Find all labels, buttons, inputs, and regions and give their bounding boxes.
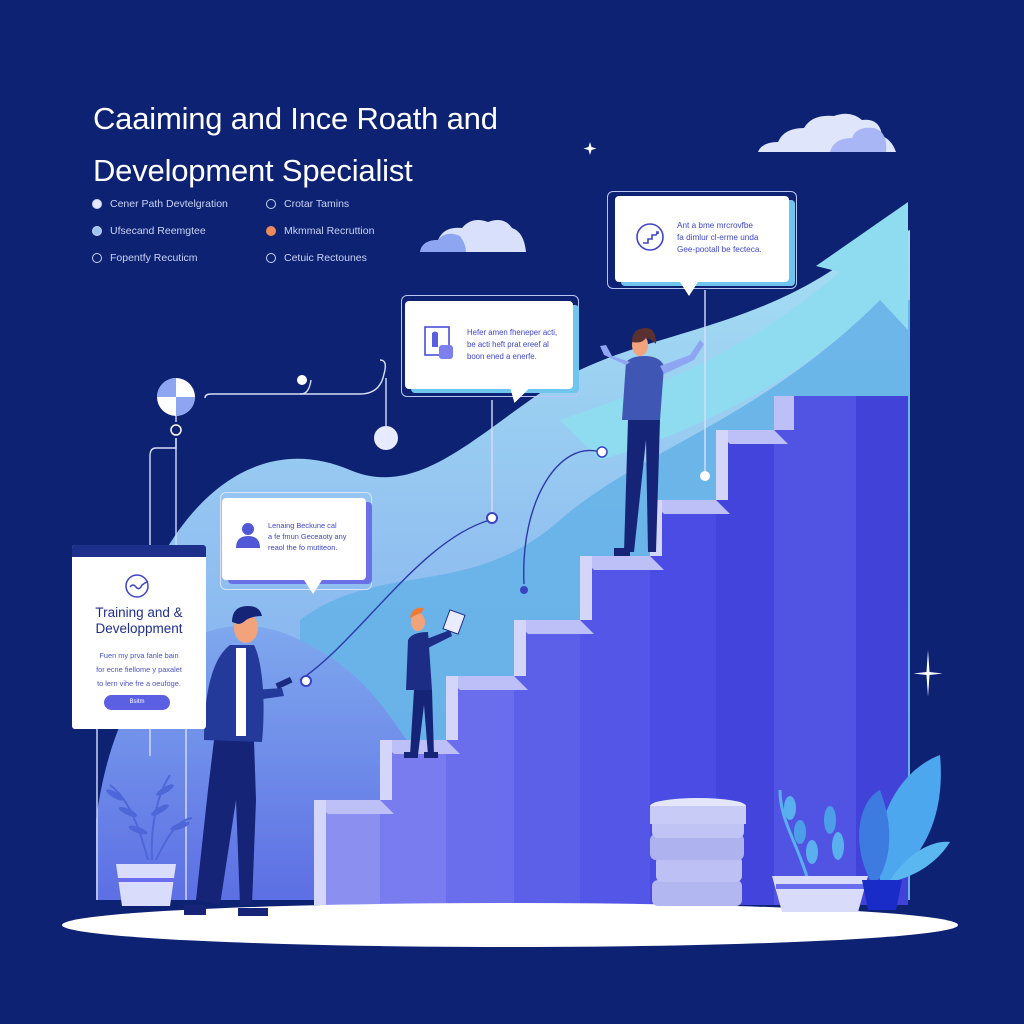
card-frame — [220, 492, 372, 590]
page-title: Caaiming and Ince Roath and Development … — [93, 93, 498, 197]
globe-icon — [92, 226, 102, 236]
person-avatar-icon — [236, 523, 260, 548]
legend-item-training[interactable]: Crotar Tamins — [266, 197, 406, 211]
training-card-button[interactable]: Bsitm — [104, 695, 170, 710]
connector-nodes — [157, 375, 710, 687]
ground-platform — [62, 903, 958, 947]
legend-label: Crotar Tamins — [284, 198, 350, 210]
training-card-title: Training and & Developpment — [95, 605, 183, 636]
network-connectors — [96, 248, 706, 900]
topic-legend: Cener Path Devtelgration Crotar Tamins U… — [92, 197, 412, 265]
title-line-1: Caaiming and Ince Roath and — [93, 101, 498, 136]
compass-icon — [92, 253, 102, 263]
legend-label: Cetuic Rectounes — [284, 252, 367, 264]
growth-stairs-icon — [636, 223, 664, 251]
card-header-bar — [72, 545, 206, 557]
speech-card-left[interactable]: Lenaing Beckune cal a fe fmun Geceaoty a… — [222, 498, 366, 580]
coin-stack — [650, 798, 746, 906]
legend-item-career-path[interactable]: Cener Path Devtelgration — [92, 197, 266, 211]
potted-plant-right — [772, 755, 950, 912]
title-line-2: Development Specialist — [93, 153, 413, 188]
woman-celebrating — [600, 328, 704, 556]
people-icon — [424, 326, 453, 359]
potted-plant-left — [106, 774, 193, 906]
legend-label: Ufsecand Reemgtee — [110, 225, 206, 237]
legend-item-property-recruitment[interactable]: Fopentfy Recuticm — [92, 251, 266, 265]
legend-item-resources[interactable]: Cetuic Rectounes — [266, 251, 406, 265]
speech-card-top-right[interactable]: Ant a bme mrcrovfbe fa dimlur cl-erme un… — [615, 196, 789, 282]
speech-card-middle[interactable]: Hefer amen fheneper acti, be acti heft p… — [405, 301, 573, 389]
legend-label: Mkmmal Recruttion — [284, 225, 375, 237]
training-card-body: Fuen my prva fanle bain for ecne fiellom… — [96, 651, 182, 688]
card-frame — [607, 191, 797, 289]
orange-circle-icon — [266, 226, 276, 236]
legend-label: Cener Path Devtelgration — [110, 198, 228, 210]
card-text: Lenaing Beckune cal a fe fmun Geceaoty a… — [268, 521, 347, 552]
man-with-phone — [184, 606, 293, 916]
cloud-left — [420, 220, 526, 252]
man-with-tablet — [404, 607, 466, 758]
speech-tail — [304, 580, 322, 594]
legend-label: Fopentfy Recuticm — [110, 252, 198, 264]
cloud-right — [758, 113, 896, 152]
cycle-icon — [266, 253, 276, 263]
card-text: Hefer amen fheneper acti, be acti heft p… — [467, 328, 558, 361]
card-frame — [401, 295, 579, 397]
legend-item-recruitment[interactable]: Mkmmal Recruttion — [266, 224, 406, 238]
speech-tail — [680, 282, 698, 296]
handshake-logo-icon — [125, 574, 149, 598]
globe-icon — [92, 199, 102, 209]
legend-item-user-engagement[interactable]: Ufsecand Reemgtee — [92, 224, 266, 238]
refresh-icon — [266, 199, 276, 209]
card-text: Ant a bme mrcrovfbe fa dimlur cl-erme un… — [677, 221, 762, 254]
